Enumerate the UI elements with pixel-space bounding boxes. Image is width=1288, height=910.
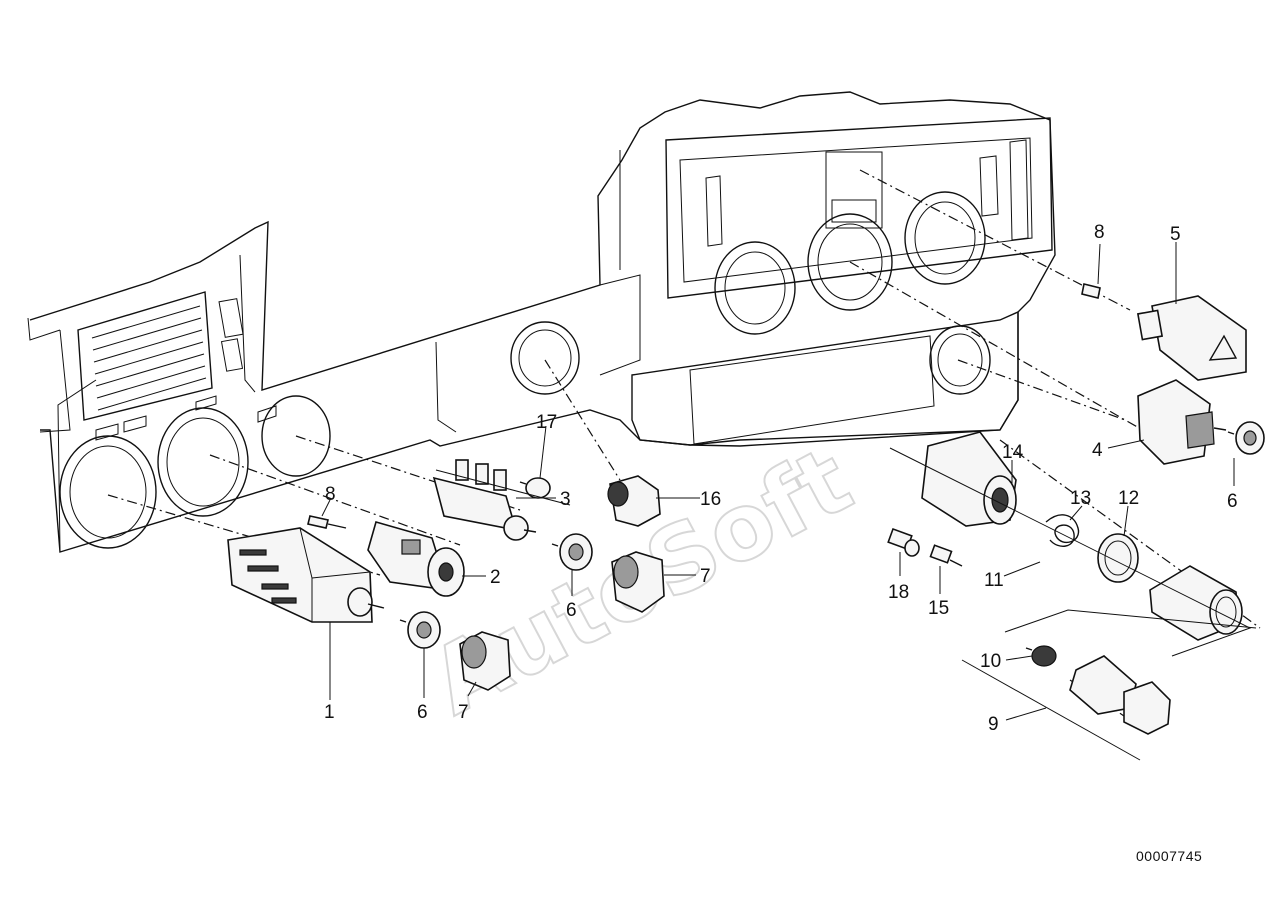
part-6-bulb-holder-a bbox=[551, 533, 593, 571]
part-6-bulb-holder-c bbox=[1227, 421, 1265, 455]
part-18-bulb bbox=[887, 527, 920, 557]
callout-9: 9 bbox=[988, 714, 999, 735]
part-16-knob bbox=[607, 475, 661, 527]
part-8-bulb-left bbox=[307, 515, 347, 529]
part-1-control-module bbox=[227, 527, 385, 623]
callout-6-c: 6 bbox=[1227, 491, 1238, 512]
part-17-bulb bbox=[519, 477, 551, 499]
callout-3: 3 bbox=[560, 489, 571, 510]
callout-2: 2 bbox=[490, 567, 501, 588]
callout-18: 18 bbox=[888, 582, 909, 603]
callout-1: 1 bbox=[324, 702, 335, 723]
callout-12: 12 bbox=[1118, 488, 1139, 509]
part-7-knob-a bbox=[611, 551, 665, 613]
part-6-bulb-holder-b bbox=[399, 611, 441, 649]
part-2-switch bbox=[367, 521, 465, 597]
callout-11: 11 bbox=[984, 570, 1004, 591]
callout-6-a: 6 bbox=[566, 600, 577, 621]
part-8-bulb-right bbox=[1081, 283, 1101, 299]
callout-8-b: 8 bbox=[1094, 222, 1105, 243]
dashboard-panel bbox=[27, 91, 1056, 553]
part-4-rotary-switch bbox=[1137, 379, 1227, 465]
callout-8-a: 8 bbox=[325, 484, 336, 505]
part-13-spring bbox=[1045, 514, 1080, 547]
callout-17: 17 bbox=[536, 412, 557, 433]
part-9-lighter-plug bbox=[1069, 655, 1171, 735]
callout-13: 13 bbox=[1070, 488, 1091, 509]
callout-10: 10 bbox=[980, 651, 1001, 672]
part-7-knob-b bbox=[459, 631, 511, 691]
part-3-relay bbox=[432, 459, 537, 541]
callouts: 1 2 3 4 5 6 6 6 7 7 8 8 9 10 11 12 13 14… bbox=[324, 222, 1238, 735]
callout-7-b: 7 bbox=[458, 702, 469, 723]
callout-4: 4 bbox=[1092, 440, 1103, 461]
part-5-hazard-switch bbox=[1136, 295, 1247, 381]
callout-15: 15 bbox=[928, 598, 949, 619]
part-11-lighter-body bbox=[1149, 565, 1243, 641]
part-12-ring bbox=[1097, 533, 1139, 583]
callout-5: 5 bbox=[1170, 224, 1181, 245]
document-number: 00007745 bbox=[1136, 848, 1203, 864]
group-brackets bbox=[435, 447, 1257, 761]
callout-16: 16 bbox=[700, 489, 721, 510]
part-14-lighter-housing bbox=[921, 431, 1017, 527]
callout-14: 14 bbox=[1002, 442, 1024, 463]
part-15-bulb bbox=[929, 544, 963, 567]
leader-lines bbox=[321, 242, 1235, 721]
callout-7-a: 7 bbox=[700, 566, 711, 587]
callout-6-b: 6 bbox=[417, 702, 428, 723]
